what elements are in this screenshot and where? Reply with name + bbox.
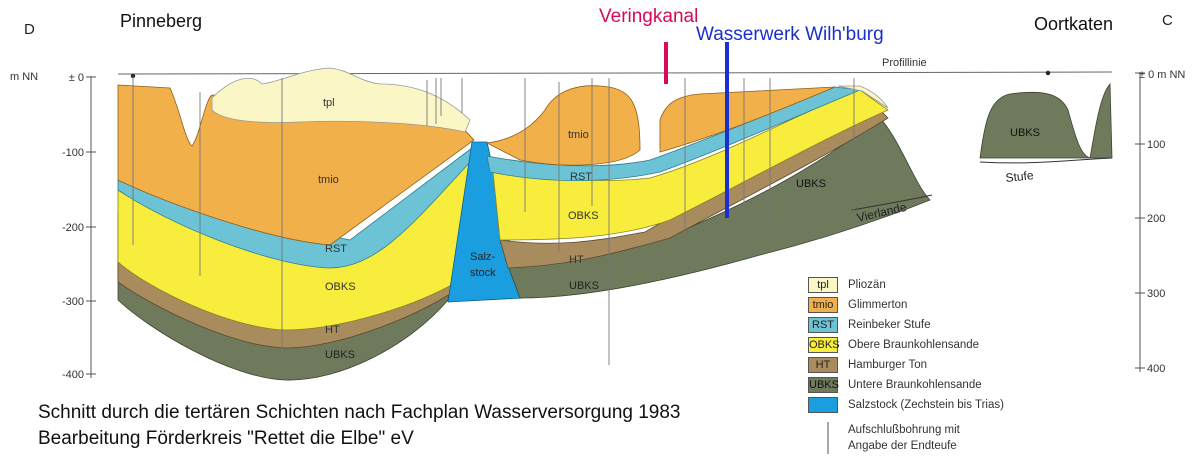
salt-dome-label: Salz- [470,251,495,263]
legend-item: HT Hamburger Ton [808,356,927,374]
legend-label: Glimmerton [848,299,908,311]
layer-label-tmio: tmio [568,129,589,141]
layer-label-ubks: UBKS [1010,127,1040,139]
axis-ticks [86,72,1145,375]
layer-tmio-left [117,84,475,246]
legend-swatch: HT [808,357,838,373]
legend-swatch: UBKS [808,377,839,393]
legend-swatch [808,397,838,413]
legend-swatch: RST [808,317,838,333]
profile-line-label: Profillinie [882,57,927,69]
right-tick-label: 100 [1147,139,1165,151]
station-right-place: Oortkaten [1034,14,1113,34]
legend-label: Reinbeker Stufe [848,319,931,331]
legend-item: tmio Glimmerton [808,296,907,314]
layer-label-rst: RST [325,243,347,255]
borehole-symbol [827,422,829,454]
layer-tpl-right [837,85,889,109]
left-tick-label: -300 [62,296,84,308]
right-tick-label: ± 0 m NN [1139,69,1185,81]
left-tick-label: ± 0 [69,72,84,84]
salt-dome-label: stock [470,267,496,279]
caption-line-1: Schnitt durch die tertären Schichten nac… [38,402,681,423]
vierlande-line [851,194,933,211]
legend-note: Aufschlußbohrung mit [848,424,960,436]
legend-item: UBKS Untere Braunkohlensande [808,376,982,394]
left-tick-label: -100 [62,147,84,159]
legend-label: Salzstock (Zechstein bis Trias) [848,399,1004,411]
left-axis-unit: m NN [10,71,38,83]
stufe-label: Stufe [1005,168,1035,185]
right-tick-label: 400 [1147,363,1165,375]
left-tick-label: -200 [62,222,84,234]
legend-label: Hamburger Ton [848,359,928,371]
boreholes [132,76,855,376]
layer-tpl [211,67,471,133]
legend-item: OBKS Obere Braunkohlensande [808,336,979,354]
caption-line-2: Bearbeitung Förderkreis "Rettet die Elbe… [38,428,414,449]
legend-swatch: OBKS [808,337,840,353]
wasserwerk-label: Wasserwerk Wilh'burg [696,24,884,45]
layer-label-ht: HT [325,324,340,336]
station-letter-left: D [24,21,35,38]
legend-label: Pliozän [848,279,886,291]
station-letter-right: C [1162,12,1173,29]
layer-label-obks: OBKS [568,210,599,222]
profile-point-right [1045,70,1051,76]
legend-swatch: tmio [808,297,838,313]
layer-label-tmio: tmio [318,174,339,186]
veringkanal-label: Veringkanal [599,6,698,27]
legend-item: tpl Pliozän [808,276,886,294]
legend-note: Angabe der Endteufe [848,440,957,452]
station-left-place: Pinneberg [120,11,202,31]
stufe-line [979,157,1113,164]
layer-ubks-far [979,82,1113,159]
layer-tmio-right [659,86,836,153]
layer-label-rst: RST [570,171,592,183]
layer-label-tpl: tpl [323,97,335,109]
layer-label-ht: HT [569,254,584,266]
legend-swatch: tpl [808,277,838,293]
legend-label: Untere Braunkohlensande [848,379,982,391]
layer-label-obks: OBKS [325,281,356,293]
legend-item: Salzstock (Zechstein bis Trias) [808,396,1004,414]
right-tick-label: 200 [1147,213,1165,225]
legend-label: Obere Braunkohlensande [848,339,980,351]
profile-line [117,71,1113,75]
layer-label-ubks: UBKS [569,280,599,292]
legend-item: RST Reinbeker Stufe [808,316,930,334]
layer-label-ubks: UBKS [325,349,355,361]
left-tick-label: -400 [62,369,84,381]
layer-tmio-mid [485,85,641,166]
right-tick-label: 300 [1147,288,1165,300]
layer-label-ubks: UBKS [796,178,826,190]
